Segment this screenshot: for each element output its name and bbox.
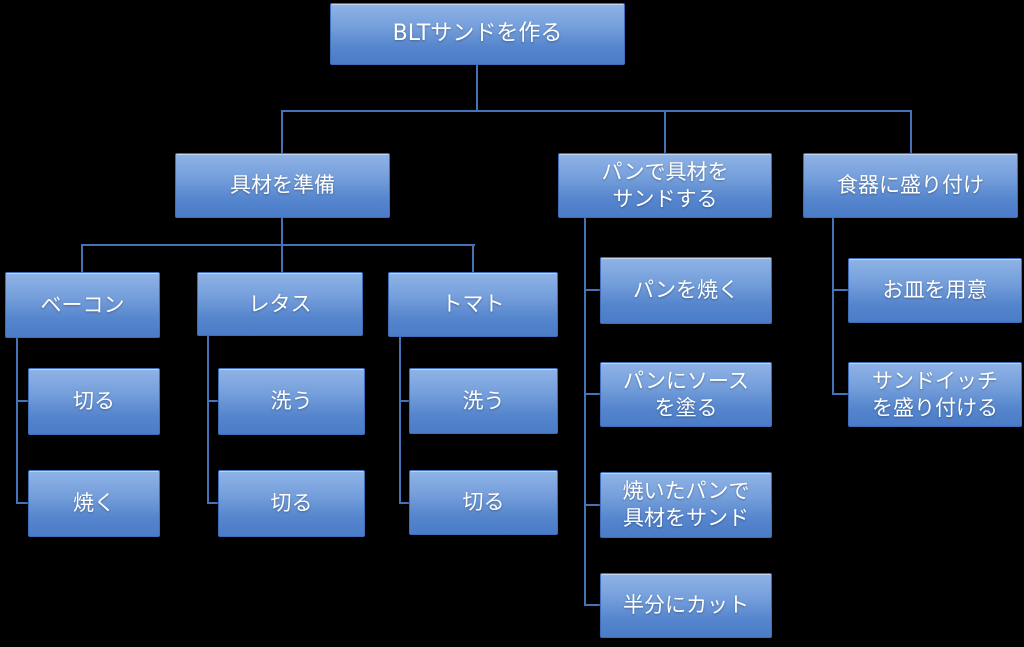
connector-sandwich-stub-1 xyxy=(584,289,600,291)
connector-bacon-spine xyxy=(16,338,18,504)
connector-lettuce-stub-2 xyxy=(207,502,218,504)
connector-drop-tomato xyxy=(472,244,474,272)
connector-sandwich-stub-2 xyxy=(584,393,600,395)
node-tomato: トマト xyxy=(388,272,558,337)
connector-tomato-stub-1 xyxy=(399,400,409,402)
connector-sandwich-stub-3 xyxy=(584,504,600,506)
node-prepare-ingredients: 具材を準備 xyxy=(175,153,390,218)
node-make-blt-sandwich: BLTサンドを作る xyxy=(330,3,625,65)
node-lettuce-cut: 切る xyxy=(218,470,365,537)
connector-root-drop xyxy=(476,65,478,111)
connector-bacon-stub-2 xyxy=(16,502,28,504)
node-toast-bread: パンを焼く xyxy=(600,257,772,324)
connector-plate-stub-1 xyxy=(832,289,848,291)
node-plate-up: 食器に盛り付け xyxy=(803,153,1018,218)
connector-tomato-spine xyxy=(399,337,401,503)
node-bacon-grill: 焼く xyxy=(28,470,160,537)
node-bacon: ベーコン xyxy=(5,272,160,338)
connector-lettuce-stub-1 xyxy=(207,400,218,402)
node-bacon-cut: 切る xyxy=(28,368,160,435)
node-plate-sandwich: サンドイッチ を盛り付ける xyxy=(848,362,1022,427)
node-prepare-plate: お皿を用意 xyxy=(848,258,1022,323)
node-sandwich-ingredients: 焼いたパンで 具材をサンド xyxy=(600,472,772,538)
node-tomato-wash: 洗う xyxy=(409,368,558,434)
node-cut-in-half: 半分にカット xyxy=(600,573,772,638)
connector-level2-rail xyxy=(281,110,912,112)
connector-sandwich-spine xyxy=(584,218,586,606)
connector-plate-stub-2 xyxy=(832,393,848,395)
node-spread-sauce: パンにソース を塗る xyxy=(600,362,772,427)
connector-drop-prepare xyxy=(281,110,283,153)
connector-drop-plate xyxy=(910,110,912,153)
node-tomato-cut: 切る xyxy=(409,470,558,535)
connector-level3-rail xyxy=(81,244,475,246)
node-lettuce: レタス xyxy=(197,272,363,336)
connector-plate-spine xyxy=(832,218,834,395)
node-sandwich-with-bread: パンで具材を サンドする xyxy=(558,153,772,218)
connector-prepare-drop xyxy=(281,218,283,245)
connector-drop-lettuce xyxy=(281,244,283,272)
connector-sandwich-stub-4 xyxy=(584,604,600,606)
connector-drop-bacon xyxy=(81,244,83,272)
connector-drop-sandwich xyxy=(664,110,666,153)
connector-bacon-stub-1 xyxy=(16,400,28,402)
connector-tomato-stub-2 xyxy=(399,502,409,504)
connector-lettuce-spine xyxy=(207,336,209,503)
node-lettuce-wash: 洗う xyxy=(218,368,365,435)
